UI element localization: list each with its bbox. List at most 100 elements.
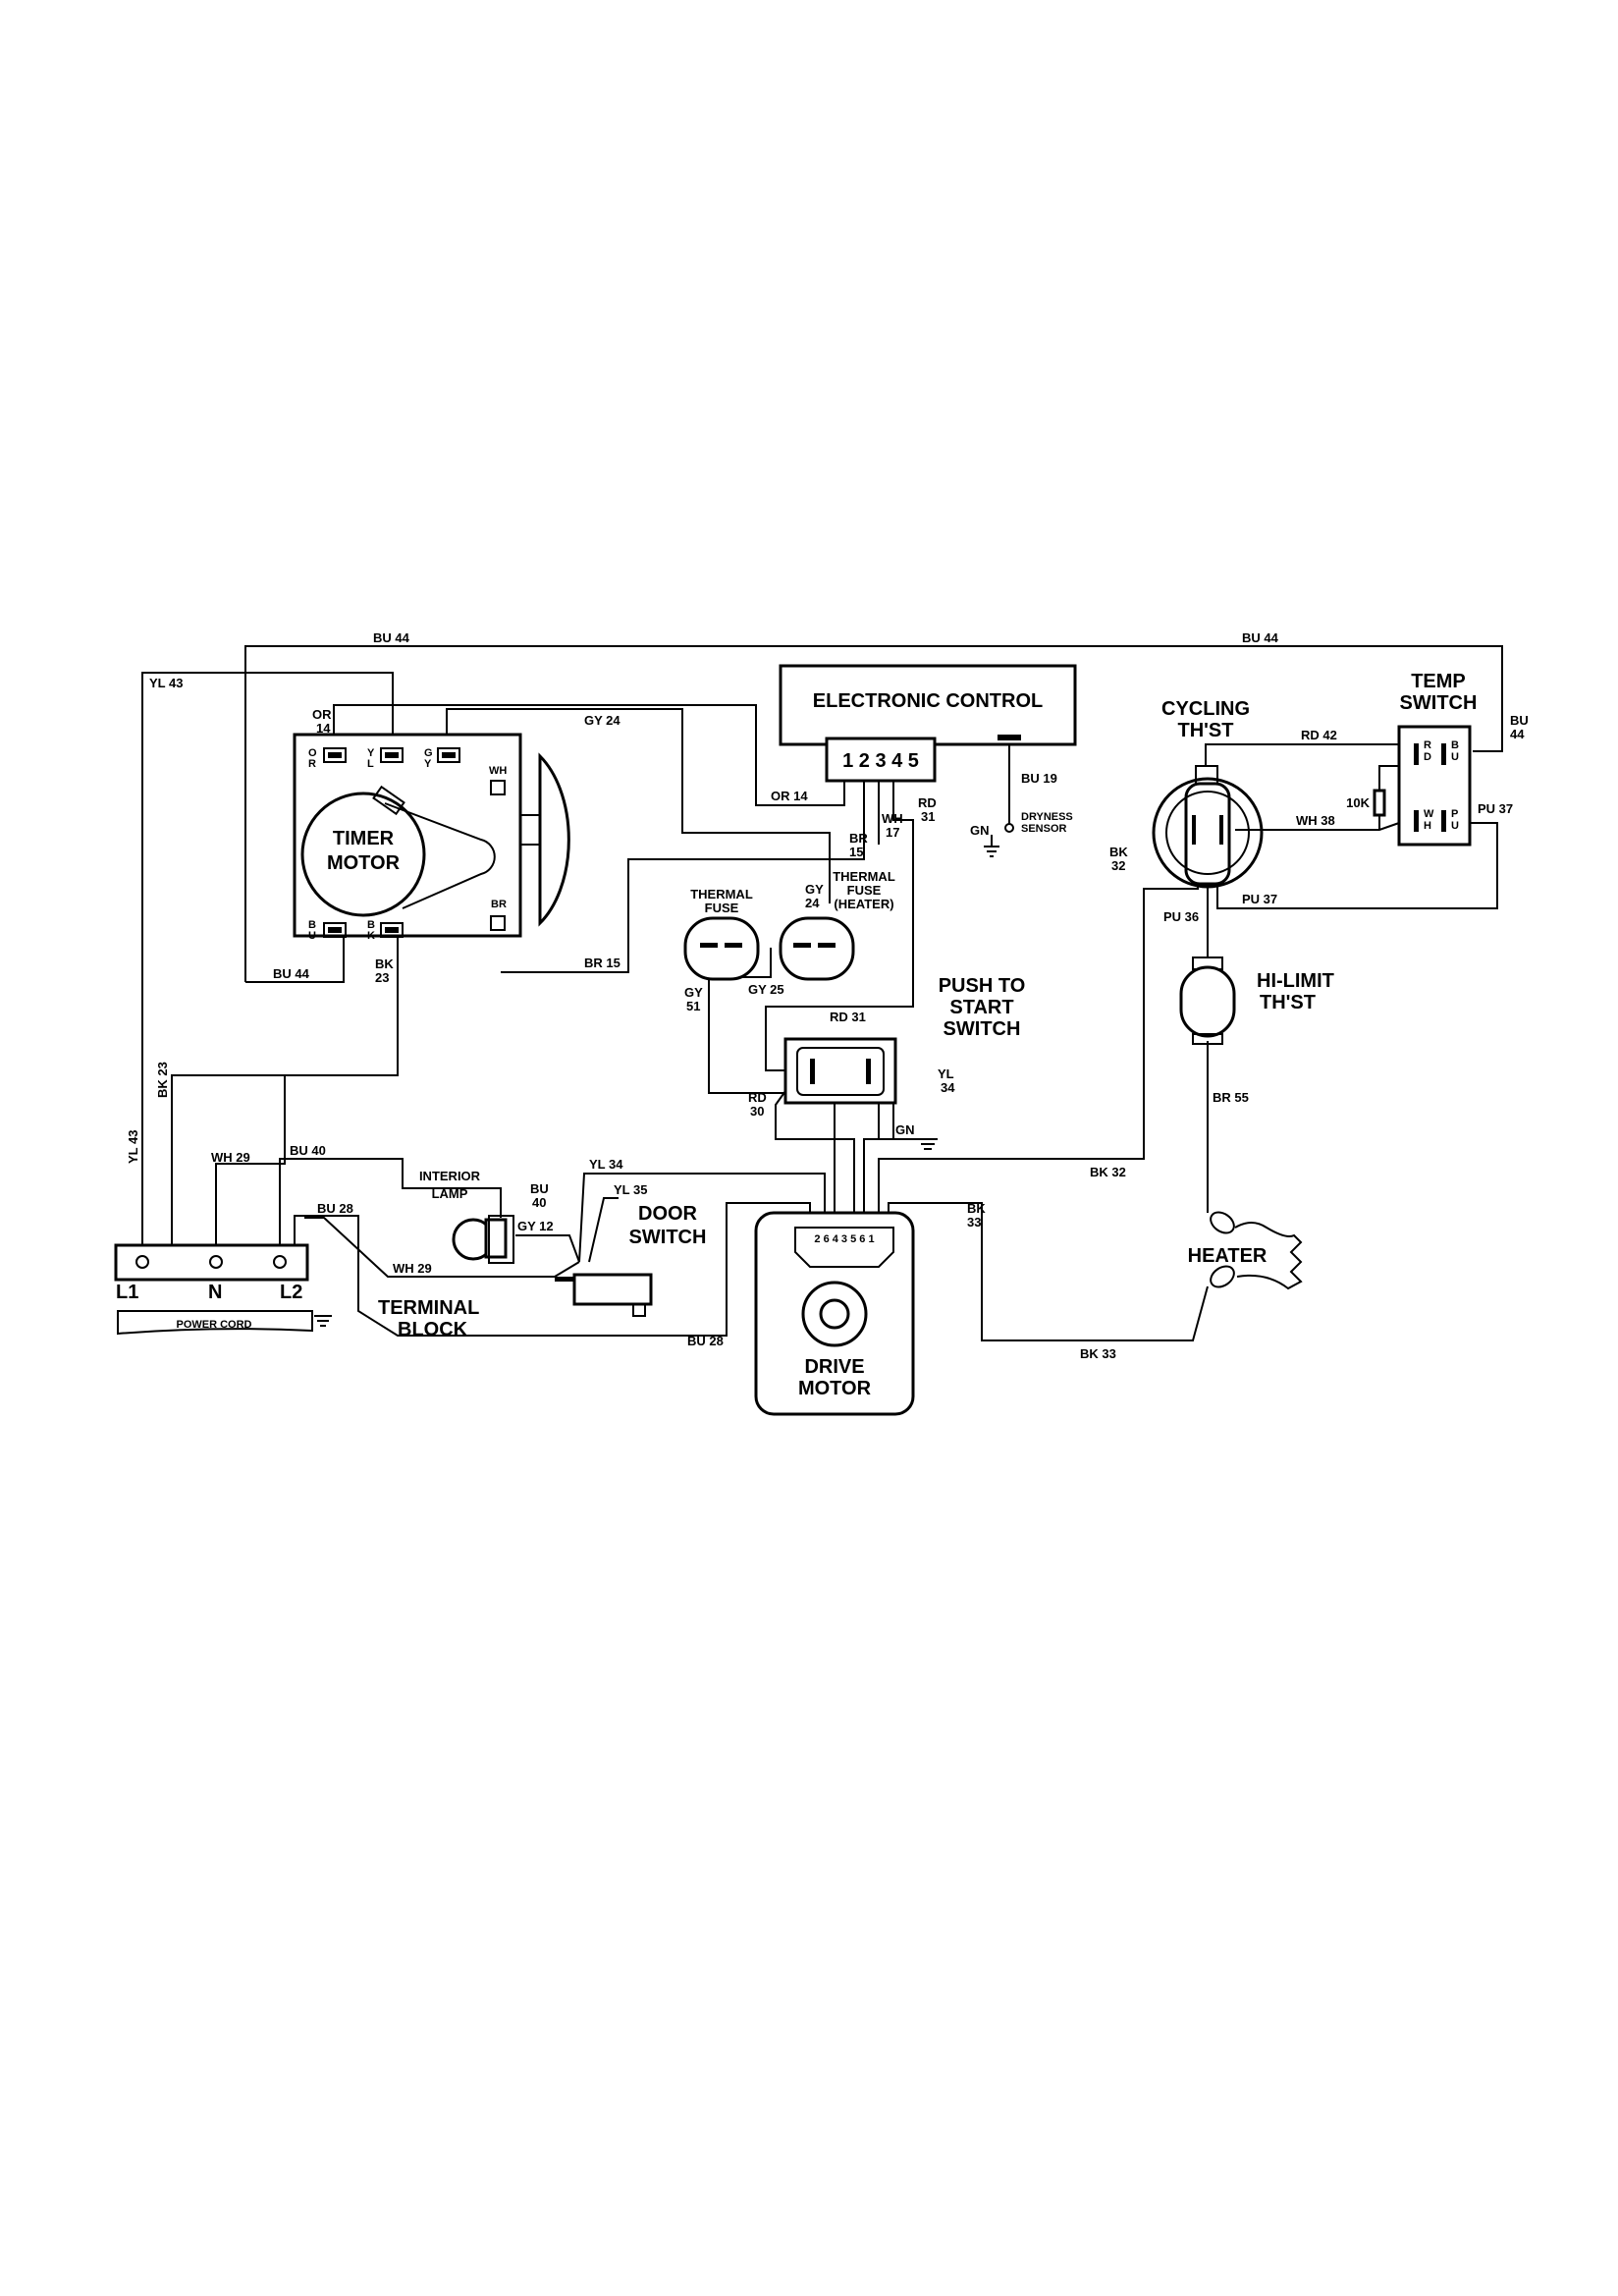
lbl-bk33-motor-2: 33 [967, 1215, 981, 1230]
timer-belt [384, 802, 496, 909]
lbl-wh29-top: WH 29 [211, 1150, 250, 1165]
hi-limit-label-1: HI-LIMIT [1257, 970, 1334, 992]
lbl-br15-timer: BR 15 [584, 956, 620, 970]
wire-yl34-door [578, 1173, 826, 1263]
lbl-or14-top-2: 14 [316, 721, 331, 736]
terminal-l1: L1 [116, 1282, 138, 1303]
timer-label-2: MOTOR [327, 852, 401, 874]
wire-gn-push [878, 1100, 928, 1140]
term-yl-y: Y [367, 747, 375, 759]
term-wh: WH [489, 765, 507, 777]
cycling-label-1: CYCLING [1161, 698, 1250, 720]
thermal-fuses: THERMAL FUSE THERMAL FUSE (HEATER) [683, 869, 895, 981]
terminal-l2: L2 [280, 1282, 302, 1303]
lbl-bu44-timer: BU 44 [273, 966, 310, 981]
temp-label-2: SWITCH [1400, 692, 1478, 714]
lbl-yl34-push-1: YL [938, 1066, 954, 1081]
heater-label: HEATER [1188, 1245, 1267, 1267]
wire-bu28 [294, 1202, 811, 1337]
lbl-wh17-1: WH [882, 811, 903, 826]
wire-pu37 [1216, 822, 1498, 909]
temp-bu-u: U [1451, 751, 1459, 763]
drive-motor-label-1: DRIVE [804, 1356, 864, 1378]
wire-bu40 [279, 1158, 502, 1252]
power-cord-label: POWER CORD [177, 1319, 252, 1331]
temp-wh-w: W [1424, 808, 1434, 820]
wire-rd30 [775, 1069, 855, 1228]
lbl-bu40-lamp-2: 40 [532, 1195, 546, 1210]
timer-motor: TIMER MOTOR O R Y L G Y WH BR B U B K [293, 733, 570, 942]
lbl-gy24-top: GY 24 [584, 713, 620, 728]
thermal-fuse-label-2: FUSE [705, 901, 739, 915]
lbl-bk32-left-1: BK [1109, 845, 1128, 859]
hi-limit-label-2: TH'ST [1260, 992, 1316, 1013]
lbl-rd30-2: 30 [750, 1104, 764, 1119]
lbl-pu37-bottom: PU 37 [1242, 892, 1277, 906]
control-pins-label: 1 2 3 4 5 [842, 750, 919, 772]
lbl-gy12: GY 12 [517, 1219, 554, 1233]
lbl-bu28-top: BU 28 [317, 1201, 353, 1216]
timer-cam-circle [300, 792, 426, 917]
lbl-br15-ctrl-2: 15 [849, 845, 863, 859]
lbl-br15-ctrl-1: BR [849, 831, 868, 846]
lbl-bu44-top-right: BU 44 [1242, 630, 1279, 645]
temp-bu-b: B [1451, 739, 1459, 751]
wire-labels: BU 44 BU 44 BU 44 YL 43 OR 14 GY 24 OR 1… [126, 630, 1529, 1361]
wire-yl35 [588, 1197, 619, 1263]
lbl-pu37-right: PU 37 [1478, 801, 1513, 816]
lbl-bk32-left-2: 32 [1111, 858, 1125, 873]
wire-gy51 [708, 948, 836, 1228]
motor-pins: 2 6 4 3 5 6 1 [814, 1233, 874, 1245]
lbl-bk23-timer-2: 23 [375, 970, 389, 985]
wire-bk32 [878, 884, 1199, 1228]
electronic-control-label: ELECTRONIC CONTROL [813, 690, 1043, 712]
temp-pu-p: P [1451, 808, 1458, 820]
terminal-block-label-1: TERMINAL [378, 1297, 479, 1319]
terminal-block-label-2: BLOCK [398, 1319, 468, 1340]
hi-limit-thermostat: HI-LIMIT TH'ST [1179, 957, 1334, 1045]
term-gy-y: Y [424, 758, 432, 770]
door-label-2: SWITCH [629, 1227, 707, 1248]
lbl-wh29-bottom: WH 29 [393, 1261, 432, 1276]
lbl-bu40-top: BU 40 [290, 1143, 326, 1158]
lbl-rd31-ctrl-1: RD [918, 795, 937, 810]
heater: HEATER [1188, 1211, 1303, 1290]
term-bu-u: U [308, 930, 316, 942]
thermal-fuse-heater-label-3: (HEATER) [834, 897, 893, 911]
dryness-label-1: DRYNESS [1021, 811, 1073, 823]
sensor-ground-icon [984, 846, 999, 857]
lbl-yl43-top: YL 43 [149, 676, 183, 690]
temp-rd-r: R [1424, 739, 1431, 751]
term-bk-b: B [367, 919, 375, 931]
lbl-gy24-fuse-2: 24 [805, 896, 820, 910]
lbl-gy51-2: 51 [686, 999, 700, 1013]
push-label-2: START [949, 997, 1013, 1018]
lbl-wh38: WH 38 [1296, 813, 1335, 828]
temp-label-1: TEMP [1411, 671, 1466, 692]
thermal-fuse-label-1: THERMAL [690, 887, 753, 902]
lbl-bu44-right-1: BU [1510, 713, 1529, 728]
term-gy-g: G [424, 747, 433, 759]
lbl-bk32-motor: BK 32 [1090, 1165, 1126, 1179]
wire-bk33 [888, 1202, 1209, 1341]
timer-dial [538, 752, 570, 927]
wire-10k [1378, 765, 1399, 830]
lbl-rd31-ctrl-2: 31 [921, 809, 935, 824]
lbl-bk23-timer-1: BK [375, 957, 394, 971]
lbl-rd42: RD 42 [1301, 728, 1337, 742]
sensor-bar [998, 735, 1021, 740]
lbl-or14-top-1: OR [312, 707, 332, 722]
push-label-3: SWITCH [944, 1018, 1021, 1040]
wire-or14 [333, 704, 845, 806]
term-or-r: R [308, 758, 316, 770]
lbl-gn-push: GN [895, 1122, 915, 1137]
interior-lamp: INTERIOR LAMP [419, 1169, 514, 1264]
wire-gy24 [446, 708, 831, 903]
term-bk-k: K [367, 930, 375, 942]
lbl-wh17-2: 17 [886, 825, 899, 840]
door-label-1: DOOR [638, 1203, 698, 1225]
term-yl-l: L [367, 758, 374, 770]
wire-bu44-top [244, 645, 1503, 982]
motor-connector [794, 1227, 894, 1268]
